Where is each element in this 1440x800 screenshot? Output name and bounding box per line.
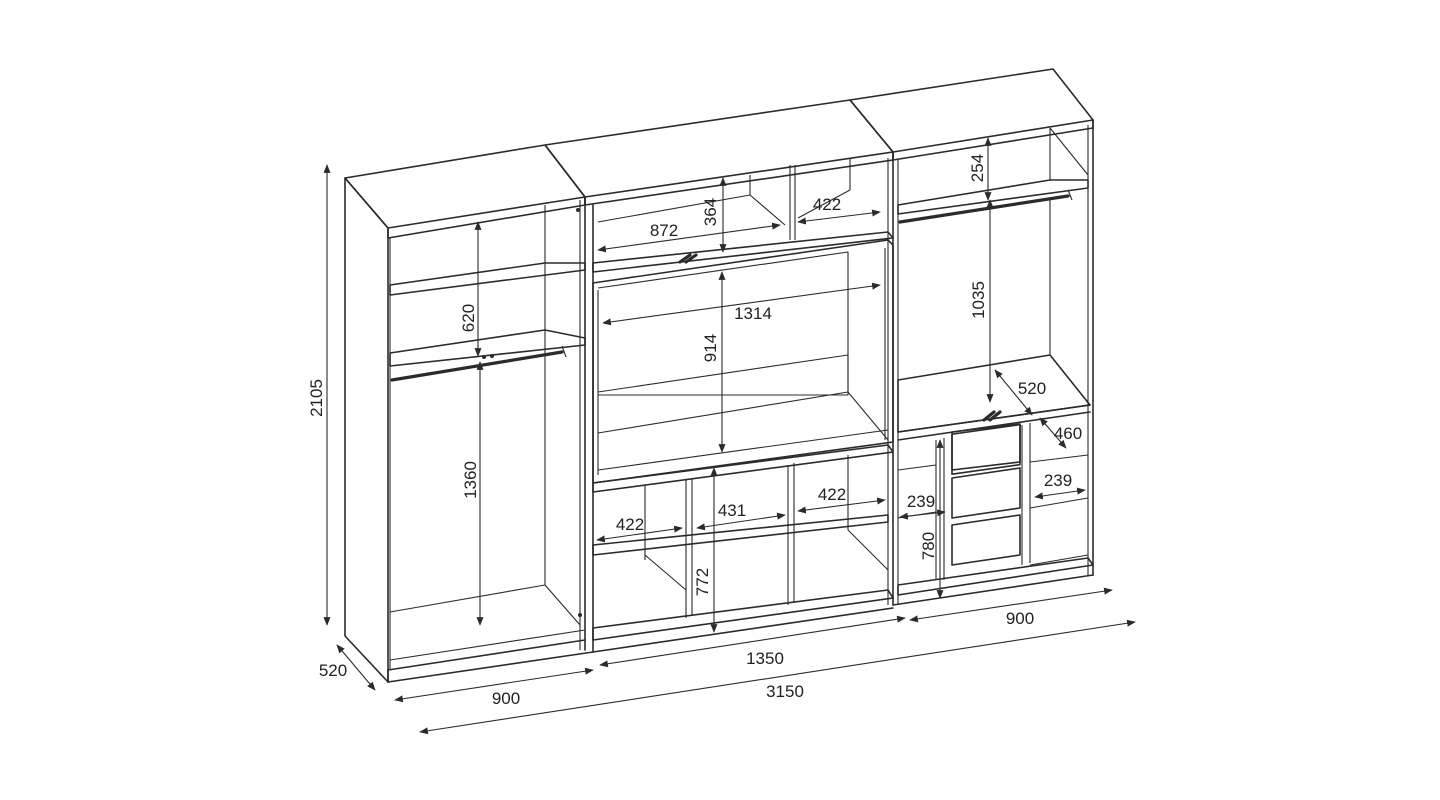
dimension-labels: 2105 520 900 3150 1350 900 620 1360 872 … [307, 154, 1082, 708]
label-mid-shelf-left: 422 [616, 515, 644, 534]
label-left-top-gap: 620 [459, 304, 478, 332]
label-total-width: 3150 [766, 682, 804, 701]
label-tv-width: 1314 [734, 304, 772, 323]
label-mid-shelf-right: 422 [818, 485, 846, 504]
label-depth: 520 [319, 661, 347, 680]
label-right-shelf-depth: 520 [1018, 379, 1046, 398]
label-mid-shelf-center: 431 [718, 501, 746, 520]
label-right-lower-height: 780 [919, 532, 938, 560]
label-right-width: 900 [1006, 609, 1034, 628]
label-left-width: 900 [492, 689, 520, 708]
label-right-side-right: 239 [1044, 471, 1072, 490]
label-mid-top-right: 422 [813, 195, 841, 214]
label-right-top-gap: 254 [968, 154, 987, 182]
middle-tv-unit [544, 99, 894, 653]
right-wardrobe-unit [849, 68, 1094, 606]
label-right-hanging: 1035 [969, 281, 988, 319]
left-wardrobe-unit [344, 144, 594, 683]
outer-dimension-lines [323, 164, 1136, 735]
label-middle-width: 1350 [746, 649, 784, 668]
label-mid-top-width: 872 [650, 221, 678, 240]
label-left-hanging: 1360 [461, 461, 480, 499]
label-right-side-left: 239 [907, 492, 935, 511]
label-mid-top-height: 364 [701, 198, 720, 226]
label-drawer-depth: 460 [1054, 424, 1082, 443]
label-total-height: 2105 [307, 379, 326, 417]
label-tv-height: 914 [701, 334, 720, 362]
label-mid-lower-height: 772 [693, 568, 712, 596]
